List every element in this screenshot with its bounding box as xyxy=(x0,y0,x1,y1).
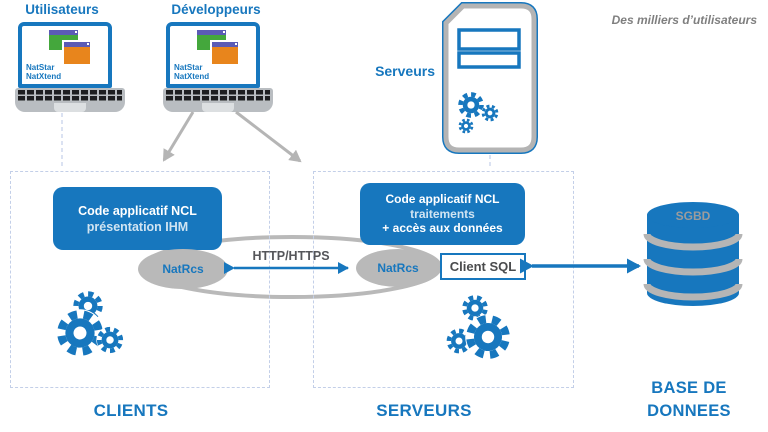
product-names: NatStar NatXtend xyxy=(26,63,62,81)
keyboard-keys xyxy=(166,89,270,102)
server-code-line2: traitements xyxy=(410,206,475,221)
server-code-box: Code applicatif NCL traitements + accès … xyxy=(360,183,525,245)
users-laptop-icon: NatStar NatXtend xyxy=(15,22,125,112)
database-icon: SGBD xyxy=(643,202,743,306)
orange-window-icon xyxy=(62,40,92,66)
client-sql-box: Client SQL xyxy=(440,253,526,280)
laptop-screen: NatStar NatXtend xyxy=(18,22,112,88)
tagline-text: Des milliers d’utilisateurs xyxy=(611,13,757,27)
laptop-screen: NatStar NatXtend xyxy=(166,22,260,88)
window-titlebar xyxy=(197,30,226,35)
database-label-line2: DONNEES xyxy=(647,402,731,420)
client-code-line1: Code applicatif NCL xyxy=(78,203,197,218)
natrcs-client-node: NatRcs xyxy=(138,249,228,289)
client-code-line2: présentation IHM xyxy=(86,219,189,234)
server-code-line1: Code applicatif NCL xyxy=(385,192,500,207)
laptop-keyboard xyxy=(15,88,125,112)
sgbd-label: SGBD xyxy=(676,209,711,223)
trackpad xyxy=(202,103,234,112)
users-label: Utilisateurs xyxy=(25,2,99,17)
product-names: NatStar NatXtend xyxy=(174,63,210,81)
server-code-line3: + accès aux données xyxy=(382,221,503,236)
server-gears-icon xyxy=(457,92,503,137)
http-https-label: HTTP/HTTPS xyxy=(252,249,330,263)
clients-bottom-label: CLIENTS xyxy=(93,401,169,420)
orange-window-icon xyxy=(210,40,240,66)
server-slot-icon xyxy=(457,28,521,51)
window-titlebar xyxy=(49,30,78,35)
laptop-keyboard xyxy=(163,88,273,112)
developers-label: Développeurs xyxy=(171,2,261,17)
keyboard-keys xyxy=(18,89,122,102)
trackpad xyxy=(54,103,86,112)
database-label-line1: BASE DE xyxy=(651,379,727,397)
natxtend-label: NatXtend xyxy=(174,71,210,81)
dev-to-client-arrow xyxy=(162,111,195,162)
window-titlebar xyxy=(64,42,90,47)
natstar-label: NatStar xyxy=(174,63,203,72)
server-slot-icon xyxy=(457,51,521,69)
client-code-box: Code applicatif NCL présentation IHM xyxy=(53,187,222,250)
natrcs-server-node: NatRcs xyxy=(356,249,440,287)
dev-to-server-arrow xyxy=(235,110,302,163)
natxtend-label: NatXtend xyxy=(26,71,62,81)
natstar-label: NatStar xyxy=(26,63,55,72)
window-titlebar xyxy=(212,42,238,47)
database-bottom-label: BASE DE DONNEES xyxy=(629,377,749,423)
developers-laptop-icon: NatStar NatXtend xyxy=(163,22,273,112)
servers-top-label: Serveurs xyxy=(375,63,435,79)
servers-bottom-label: SERVEURS xyxy=(376,401,472,420)
server-tower-icon xyxy=(442,2,538,154)
